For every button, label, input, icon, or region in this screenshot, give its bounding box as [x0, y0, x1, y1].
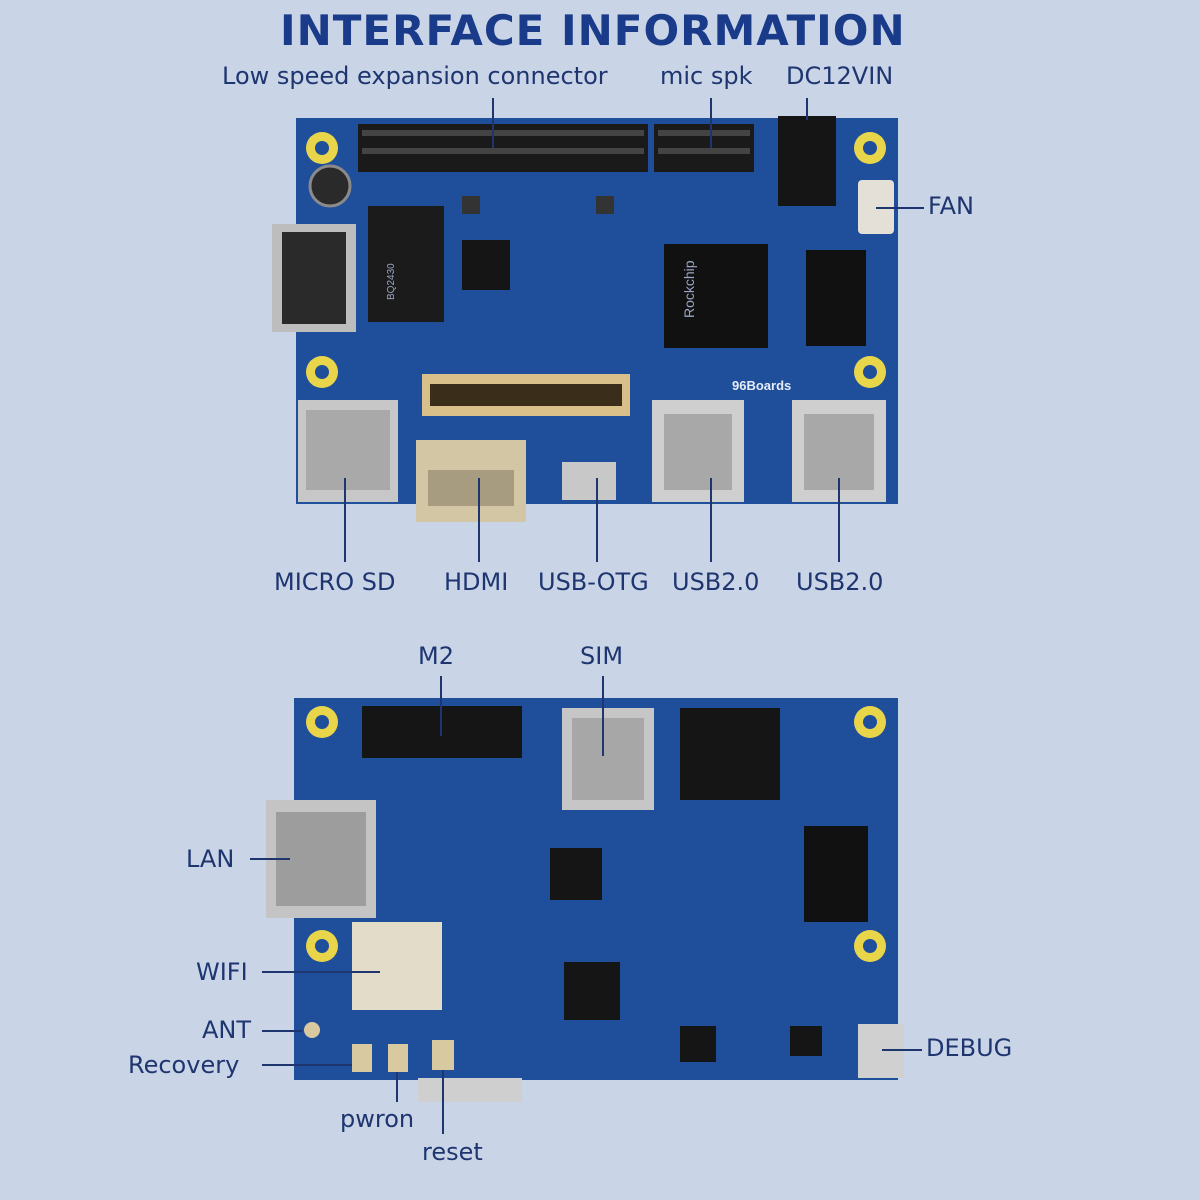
reset-button	[432, 1040, 454, 1070]
mounting-hole	[854, 930, 886, 962]
label-hdmi: HDMI	[444, 568, 509, 596]
chip	[462, 196, 480, 214]
dc12vin-jack	[778, 116, 836, 206]
m2-slot	[362, 706, 522, 758]
page-title: INTERFACE INFORMATION	[280, 6, 906, 55]
transformer-chip	[368, 206, 444, 322]
mounting-hole	[854, 356, 886, 388]
label-ant: ANT	[202, 1016, 252, 1044]
leader-line	[602, 676, 604, 756]
mounting-hole	[854, 706, 886, 738]
label-mic-spk: mic spk	[660, 62, 753, 90]
label-wifi: WIFI	[196, 958, 248, 986]
leader-line	[710, 478, 712, 562]
soc-chip	[664, 244, 768, 348]
bottom-usb-port	[418, 1078, 522, 1102]
label-sim: SIM	[580, 642, 624, 670]
mounting-hole	[306, 356, 338, 388]
leader-line	[442, 1070, 444, 1134]
leader-line	[882, 1049, 922, 1051]
ant-connector	[304, 1022, 320, 1038]
leader-line	[478, 478, 480, 562]
label-usb20-b: USB2.0	[796, 568, 884, 596]
chip	[462, 240, 510, 290]
label-pwron: pwron	[340, 1105, 415, 1133]
leader-line	[806, 98, 808, 120]
leader-line	[492, 98, 494, 148]
chip-mark-text: BQ2430	[386, 263, 397, 300]
mounting-hole	[854, 132, 886, 164]
pwron-button	[388, 1044, 408, 1072]
label-low-speed-expansion: Low speed expansion connector	[222, 62, 608, 90]
label-micro-sd: MICRO SD	[274, 568, 396, 596]
ram-chip	[806, 250, 866, 346]
ram-chip	[804, 826, 868, 922]
leader-line	[344, 478, 346, 562]
soc-brand-text: Rockchip	[681, 260, 697, 318]
recovery-button	[352, 1044, 372, 1072]
leader-line	[440, 676, 442, 736]
chip	[680, 1026, 716, 1062]
label-reset: reset	[422, 1138, 483, 1166]
capacitor	[308, 164, 352, 208]
wifi-module	[352, 922, 442, 1010]
label-usb-otg: USB-OTG	[538, 568, 649, 596]
leader-line	[396, 1072, 398, 1102]
leader-line	[876, 207, 924, 209]
chip	[680, 708, 780, 800]
label-debug: DEBUG	[926, 1034, 1013, 1062]
leader-line	[710, 98, 712, 148]
label-fan: FAN	[928, 192, 974, 220]
usb-otg-port	[562, 462, 616, 500]
mounting-hole	[306, 132, 338, 164]
leader-line	[262, 1030, 302, 1032]
label-lan: LAN	[186, 845, 235, 873]
chip	[564, 962, 620, 1020]
chip	[790, 1026, 822, 1056]
label-m2: M2	[418, 642, 454, 670]
chip	[596, 196, 614, 214]
mounting-hole	[306, 706, 338, 738]
mounting-hole	[306, 930, 338, 962]
leader-line	[838, 478, 840, 562]
label-recovery: Recovery	[128, 1051, 240, 1079]
label-dc12vin: DC12VIN	[786, 62, 894, 90]
label-usb20-a: USB2.0	[672, 568, 760, 596]
leader-line	[262, 1064, 352, 1066]
leader-line	[250, 858, 290, 860]
debug-port	[858, 1024, 904, 1078]
leader-line	[596, 478, 598, 562]
leader-line	[262, 971, 380, 973]
board-logo-text: 96Boards	[732, 378, 791, 393]
chip	[550, 848, 602, 900]
